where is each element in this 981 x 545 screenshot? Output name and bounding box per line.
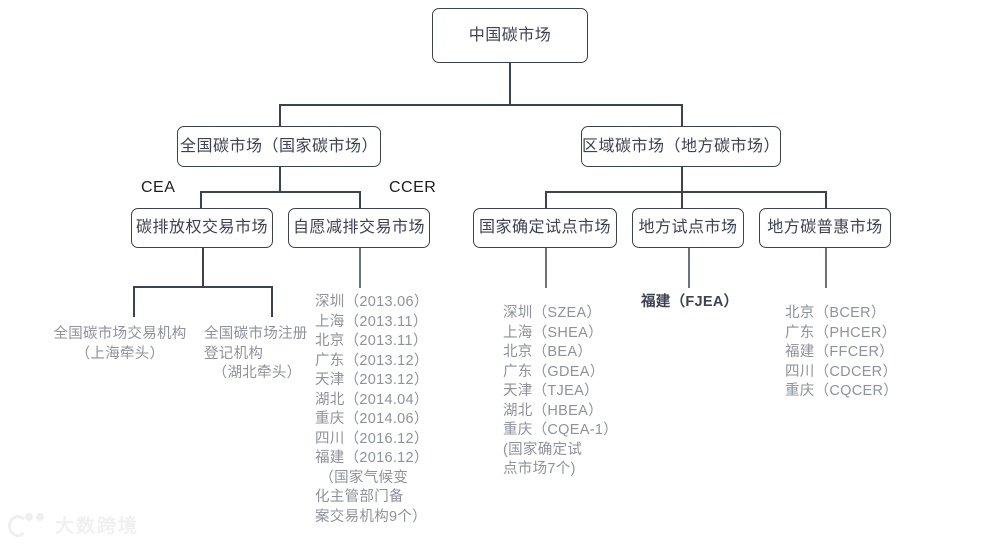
connector-root-down	[509, 63, 511, 104]
connector-national-bus	[200, 191, 359, 193]
leaf-registry-organization: 全国碳市场注册 登记机构 （湖北牵头）	[204, 326, 308, 381]
node-local-pilot-market[interactable]: 地方试点市场	[632, 208, 744, 248]
leaf-exchange-organization: 全国碳市场交易机构 （上海牵头）	[53, 326, 187, 362]
connector-to-national	[279, 104, 281, 126]
watermark-text: 大数跨境	[55, 514, 140, 537]
connector-ccer-stub	[359, 248, 361, 288]
node-local-inclusive-market[interactable]: 地方碳普惠市场	[759, 208, 891, 248]
connector-cea-down	[202, 248, 204, 286]
node-emission-trading-market[interactable]: 碳排放权交易市场	[131, 208, 273, 248]
leaf-local-pilot-list: 福建（FJEA）	[641, 294, 739, 310]
connector-national-pilot-stub	[545, 248, 547, 288]
node-label: 区域碳市场（地方碳市场）	[582, 137, 781, 155]
tag-cea: CEA	[141, 179, 176, 196]
connector-to-regional	[681, 104, 683, 126]
node-national-designated-pilot-market[interactable]: 国家确定试点市场	[473, 208, 617, 248]
node-voluntary-reduction-market[interactable]: 自愿减排交易市场	[288, 208, 430, 248]
connector-to-local-pilot	[681, 191, 683, 208]
node-china-carbon-market[interactable]: 中国碳市场	[432, 8, 588, 63]
leaf-inclusive-market-list: 北京（BCER） 广东（PHCER） 福建（FFCER） 四川（CDCER） 重…	[785, 305, 899, 399]
leaf-national-pilot-list: 深圳（SZEA） 上海（SHEA） 北京（BEA） 广东（GDEA） 天津（TJ…	[503, 305, 618, 477]
node-label: 自愿减排交易市场	[292, 219, 425, 236]
connector-to-national-pilot	[545, 191, 547, 208]
connector-to-inclusive	[825, 191, 827, 208]
connector-to-exchange-org	[133, 286, 135, 317]
node-label: 地方碳普惠市场	[767, 219, 883, 236]
connector-national-down	[279, 167, 281, 191]
watermark: 大数跨境	[8, 508, 139, 540]
connector-regional-bus	[545, 191, 825, 193]
node-label: 国家确定试点市场	[478, 219, 611, 236]
connector-root-bus	[279, 104, 682, 106]
connector-inclusive-stub	[825, 248, 827, 288]
connector-to-registry-org	[271, 286, 273, 317]
leaf-ccer-institution-list: 深圳（2013.06） 上海（2013.11） 北京（2013.11） 广东（2…	[315, 294, 429, 525]
node-label: 全国碳市场（国家碳市场）	[179, 137, 378, 155]
watermark-logo-icon	[8, 513, 48, 537]
connector-to-ccer	[359, 191, 361, 208]
node-label: 地方试点市场	[638, 219, 738, 236]
connector-to-cea	[200, 191, 202, 208]
node-label: 中国碳市场	[468, 26, 552, 44]
connector-regional-down	[681, 167, 683, 191]
node-label: 碳排放权交易市场	[135, 219, 268, 236]
connector-cea-bus	[133, 286, 271, 288]
tag-ccer: CCER	[389, 179, 437, 196]
connector-local-pilot-stub	[688, 248, 690, 288]
node-national-carbon-market[interactable]: 全国碳市场（国家碳市场）	[177, 126, 381, 167]
node-regional-carbon-market[interactable]: 区域碳市场（地方碳市场）	[581, 126, 781, 167]
